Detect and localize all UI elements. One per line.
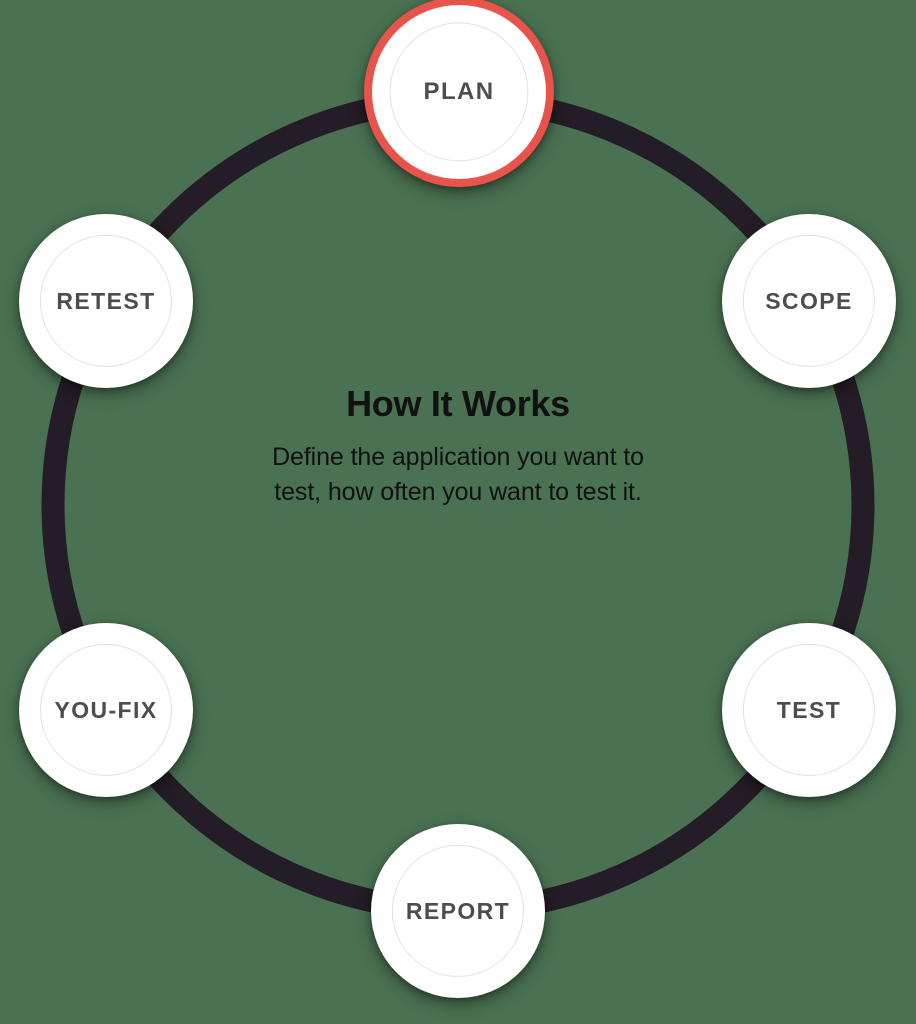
cycle-node-retest-label: RETEST	[56, 287, 156, 314]
cycle-node-scope[interactable]: SCOPE	[722, 214, 896, 388]
cycle-node-plan[interactable]: PLAN	[364, 0, 554, 187]
center-title: How It Works	[346, 383, 570, 424]
cycle-node-you-fix-label: YOU-FIX	[54, 696, 158, 723]
cycle-node-you-fix[interactable]: YOU-FIX	[19, 623, 193, 797]
cycle-node-test-label: TEST	[776, 696, 842, 723]
cycle-node-report[interactable]: REPORT	[371, 824, 545, 998]
cycle-node-test[interactable]: TEST	[722, 623, 896, 797]
cycle-node-scope-label: SCOPE	[765, 287, 853, 314]
center-copy-block: How It Works Define the application you …	[248, 384, 668, 511]
cycle-node-report-label: REPORT	[405, 897, 511, 924]
cycle-node-plan-label: PLAN	[423, 78, 495, 105]
center-description: Define the application you want to test,…	[272, 442, 644, 507]
cycle-node-retest[interactable]: RETEST	[19, 214, 193, 388]
